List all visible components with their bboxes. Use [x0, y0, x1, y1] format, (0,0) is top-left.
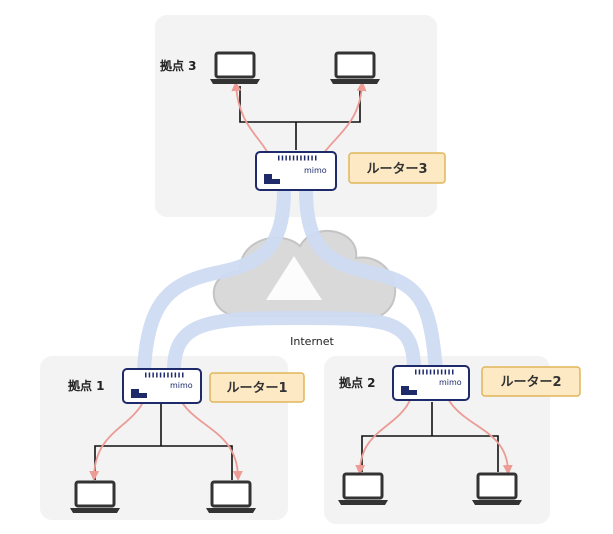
site-1-label: 拠点 1: [68, 378, 105, 393]
router-2-label-box: ルーター2: [481, 366, 581, 397]
tunnel-3-2: [299, 181, 443, 377]
vpn-tunnels: [137, 181, 443, 377]
laptop-icon: [470, 472, 524, 507]
router-3-label: ルーター3: [366, 162, 427, 177]
brand-label: mimo: [170, 381, 193, 390]
site-3-wiring: [239, 86, 361, 150]
brand-label: mimo: [304, 166, 327, 175]
router-1-device: mimo: [122, 368, 202, 404]
router-2-device: mimo: [392, 365, 470, 401]
router-2-label: ルーター2: [500, 375, 561, 390]
tunnel-3-1: [137, 181, 291, 377]
brand-label: mimo: [439, 378, 462, 387]
cloud-label: Internet: [290, 335, 334, 348]
tunnel-1-2: [167, 310, 421, 377]
site-2-label: 拠点 2: [339, 375, 376, 390]
laptop-icon: [68, 480, 122, 515]
router-3-device: mimo: [255, 151, 337, 191]
laptop-icon: [328, 51, 382, 86]
laptop-icon: [336, 472, 390, 507]
site-3-label: 拠点 3: [160, 58, 197, 73]
laptop-icon: [204, 480, 258, 515]
router-1-label-box: ルーター1: [209, 372, 305, 403]
router-1-label: ルーター1: [226, 381, 287, 396]
router-3-label-box: ルーター3: [348, 152, 446, 184]
laptop-icon: [208, 51, 262, 86]
